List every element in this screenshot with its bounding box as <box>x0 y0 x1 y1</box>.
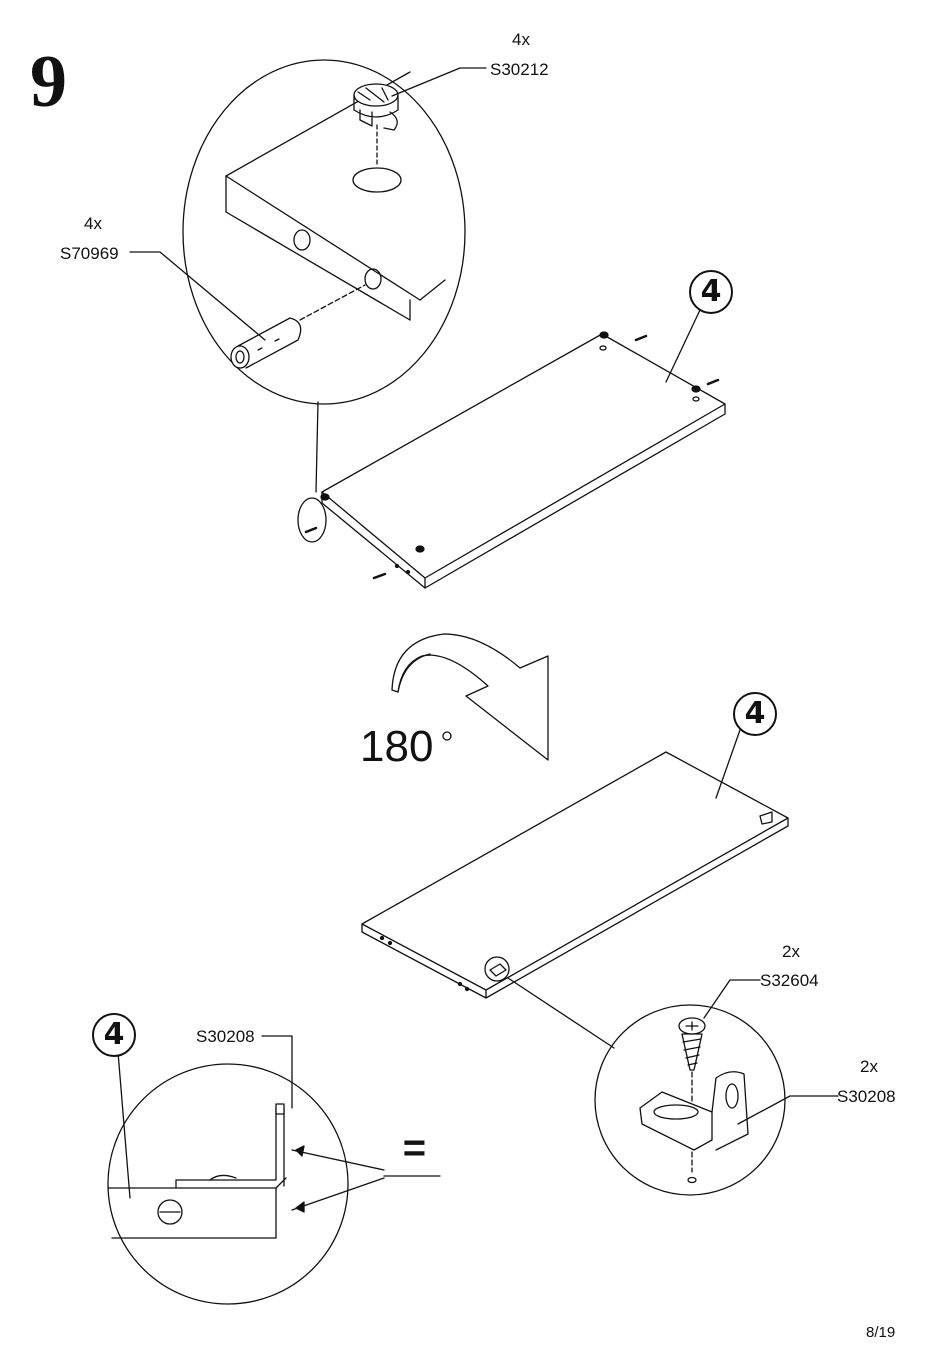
cam-lock-code: S30212 <box>490 60 549 79</box>
top-detail-callout <box>129 59 487 493</box>
cam-lock-qty: 4x <box>512 30 530 49</box>
screw-qty: 2x <box>782 942 800 961</box>
bracket-icon <box>639 1071 749 1151</box>
screw-code: S32604 <box>760 971 819 990</box>
bracket-detail-callout <box>594 979 839 1196</box>
cam-lock-icon <box>353 83 399 131</box>
equals-sign: = <box>402 1126 426 1170</box>
dowel-code: S70969 <box>60 244 119 263</box>
bracket-qty: 2x <box>860 1057 878 1076</box>
panel-ref-bubble: 4 <box>689 270 733 314</box>
panel-before-rotation <box>297 309 726 589</box>
bottom-left-detail-callout <box>107 1035 441 1305</box>
dowel-qty: 4x <box>84 214 102 233</box>
step-number: 9 <box>30 41 67 123</box>
dowel-icon <box>230 317 302 369</box>
bracket-code: S30208 <box>837 1087 896 1106</box>
panel-ref-bubble: 4 <box>92 1013 136 1057</box>
panel-ref-bubble: 4 <box>733 692 777 736</box>
panel-after-rotation <box>361 729 789 1049</box>
bracket-detail-code: S30208 <box>196 1027 255 1046</box>
rotation-degrees: 180 <box>360 722 434 771</box>
screw-icon <box>678 1017 706 1071</box>
rotation-arrow-icon <box>391 633 549 761</box>
page-number: 8/19 <box>866 1324 896 1341</box>
